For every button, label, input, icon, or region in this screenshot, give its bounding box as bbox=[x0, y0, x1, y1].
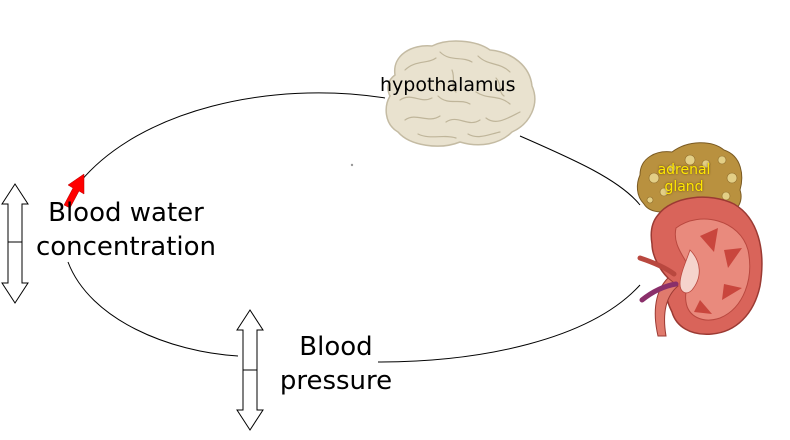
up-down-arrow-icon bbox=[236, 309, 264, 431]
adrenal-label-line1: adrenal bbox=[657, 162, 711, 178]
hypothalamus-label: hypothalamus bbox=[380, 74, 516, 96]
blood-pressure-line2: pressure bbox=[279, 366, 393, 396]
up-down-arrow-icon bbox=[1, 183, 29, 304]
cycle-arc-bottom-right bbox=[377, 284, 641, 363]
brain-icon bbox=[385, 40, 536, 147]
cycle-arc-bottom-left bbox=[67, 261, 239, 357]
cycle-arc-top-left bbox=[79, 92, 386, 183]
blood-water-line1: Blood water bbox=[48, 198, 204, 228]
stray-dot bbox=[350, 163, 354, 167]
blood-water-concentration-label: Blood water concentration bbox=[28, 196, 224, 264]
blood-pressure-label: Blood pressure bbox=[266, 330, 406, 398]
cycle-arc-top-right bbox=[519, 135, 641, 206]
kidney-icon bbox=[637, 196, 763, 337]
adrenal-gland-label: adrenal gland bbox=[656, 162, 712, 196]
adrenal-label-line2: gland bbox=[664, 179, 704, 195]
blood-pressure-line1: Blood bbox=[299, 332, 373, 362]
blood-water-line2: concentration bbox=[35, 232, 217, 262]
red-indicator-arrow bbox=[63, 173, 85, 209]
